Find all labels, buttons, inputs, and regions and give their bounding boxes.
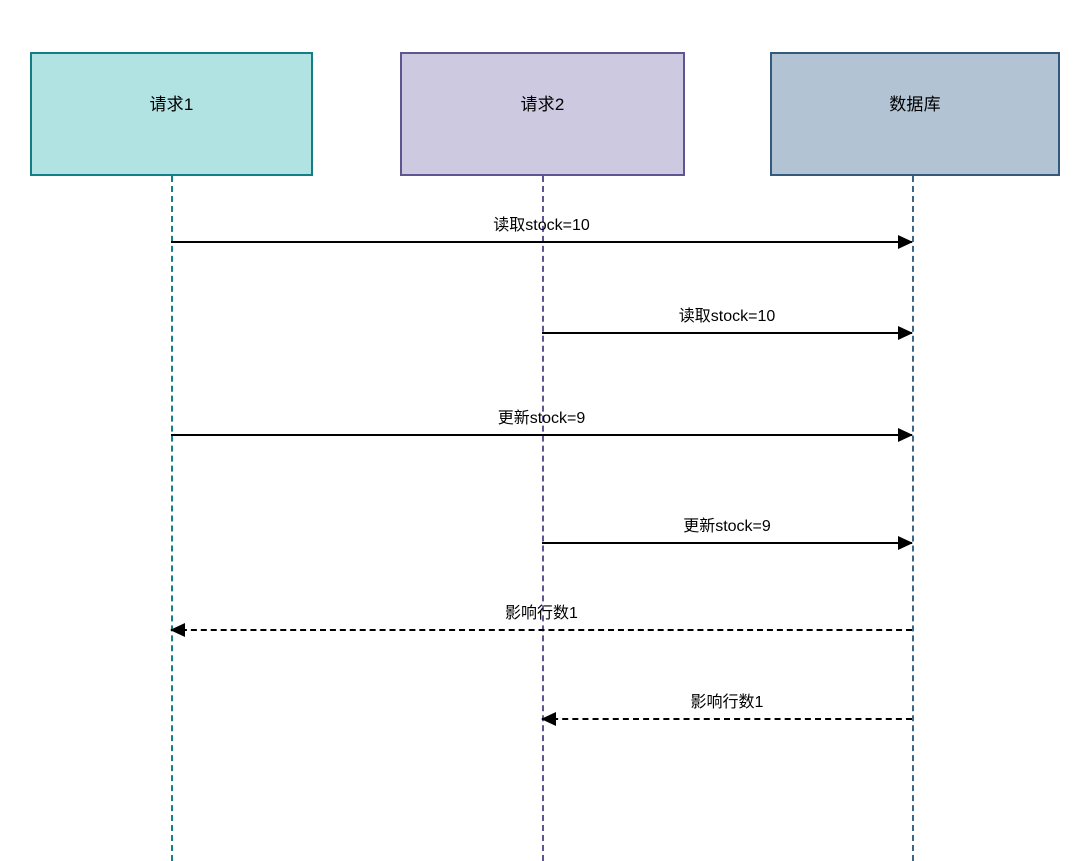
participant-label-database: 数据库 <box>889 94 941 114</box>
message-line <box>542 332 912 334</box>
message-line <box>542 542 912 544</box>
participant-box-database[interactable]: 数据库 <box>770 52 1060 176</box>
message-label: 更新stock=9 <box>683 518 771 535</box>
message-line <box>171 241 912 243</box>
arrowhead-icon <box>541 712 556 726</box>
participant-box-request2[interactable]: 请求2 <box>400 52 685 176</box>
lifeline-request1 <box>171 176 173 861</box>
message-line <box>542 718 912 720</box>
message-label: 影响行数1 <box>690 694 764 711</box>
participant-label-request1: 请求1 <box>149 94 194 114</box>
message-label: 读取stock=10 <box>678 308 776 325</box>
arrowhead-icon <box>898 428 913 442</box>
message-line <box>171 434 912 436</box>
participant-box-request1[interactable]: 请求1 <box>30 52 313 176</box>
lifeline-request2 <box>542 176 544 861</box>
arrowhead-icon <box>170 623 185 637</box>
message-label: 读取stock=10 <box>493 217 590 234</box>
message-line <box>171 629 912 631</box>
message-label: 影响行数1 <box>505 605 578 622</box>
message-label: 更新stock=9 <box>497 410 586 427</box>
participant-label-request2: 请求2 <box>520 94 565 114</box>
arrowhead-icon <box>898 536 913 550</box>
arrowhead-icon <box>898 326 913 340</box>
lifeline-database <box>912 176 914 861</box>
arrowhead-icon <box>898 235 913 249</box>
